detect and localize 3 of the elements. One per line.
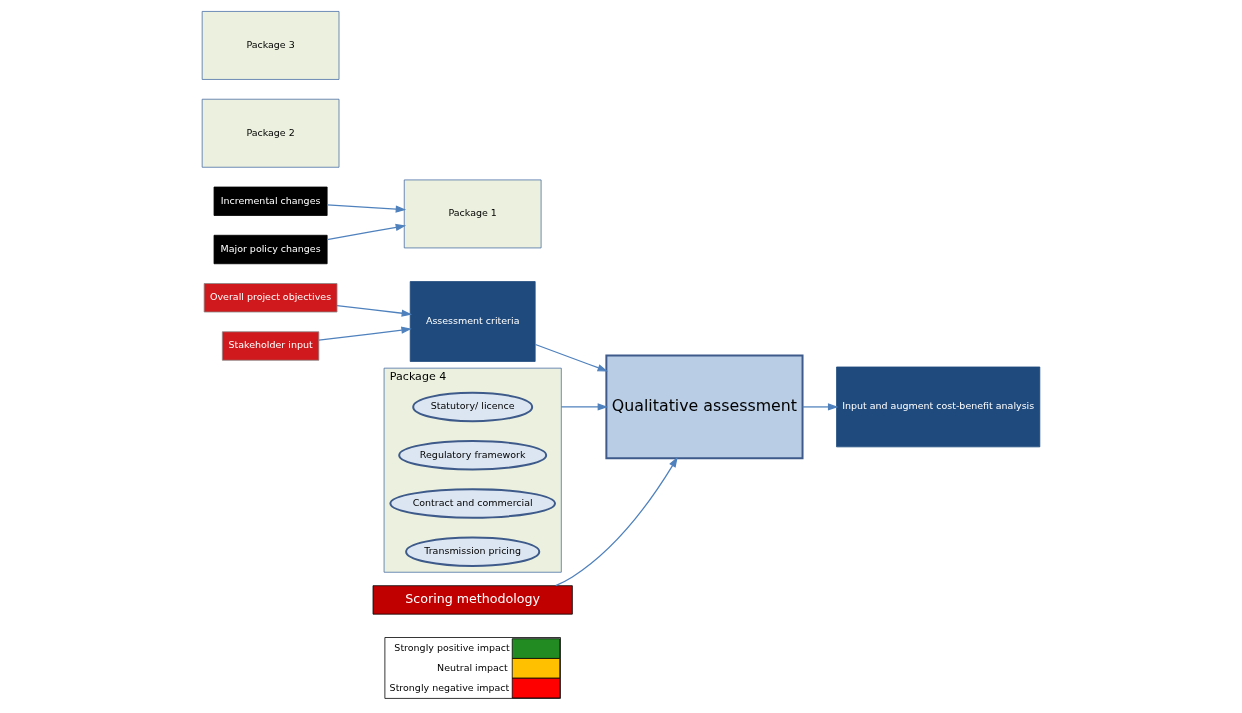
legend-label: Strongly negative impact [389,681,510,693]
legend-label: Neutral impact [437,661,508,673]
legend-label: Strongly positive impact [394,642,510,654]
